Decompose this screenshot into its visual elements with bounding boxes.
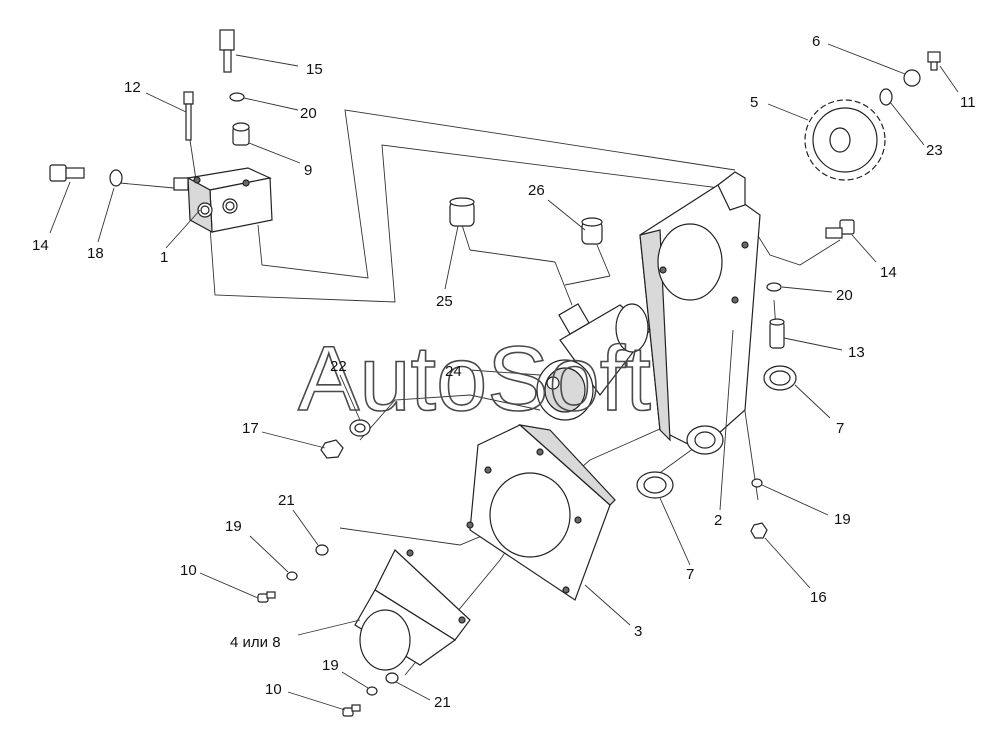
washer-part-19-upper [286, 571, 298, 581]
label-1: 1 [160, 249, 168, 266]
cover-part-4-or-8 [354, 549, 471, 671]
label-6: 6 [812, 33, 820, 50]
nut-part-16 [750, 522, 768, 539]
flange-plate-part-3 [466, 424, 616, 601]
label-19-upper: 19 [225, 518, 242, 535]
fitting-part-25 [449, 197, 475, 227]
bolt-part-11 [927, 51, 941, 71]
bolt-part-13 [769, 318, 785, 349]
hydraulic-motor-part-24 [536, 303, 651, 421]
label-18: 18 [87, 245, 104, 262]
washer-part-6 [903, 69, 921, 87]
label-20-top: 20 [300, 105, 317, 122]
label-10-lower: 10 [265, 681, 282, 698]
part-labels: 1 2 3 4 или 8 5 6 7 7 9 10 10 11 12 13 1… [32, 33, 976, 711]
label-3: 3 [634, 623, 642, 640]
gear-part-5 [804, 99, 886, 181]
label-9: 9 [304, 162, 312, 179]
label-7-right: 7 [836, 420, 844, 437]
washer-part-21-upper [315, 544, 329, 556]
label-19-lower: 19 [322, 657, 339, 674]
bracket-part-2 [639, 171, 761, 455]
bolt-part-14-left [49, 164, 85, 182]
washer-part-18 [109, 169, 123, 187]
label-5: 5 [750, 94, 758, 111]
label-26: 26 [528, 182, 545, 199]
label-15: 15 [306, 61, 323, 78]
bolt-part-10-upper [257, 591, 276, 603]
label-4: 4 или 8 [230, 634, 281, 651]
label-2: 2 [714, 512, 722, 529]
leader-lines [49, 43, 959, 711]
label-7-left: 7 [686, 566, 694, 583]
label-25: 25 [436, 293, 453, 310]
washer-part-22 [349, 419, 371, 437]
label-24: 24 [445, 363, 462, 380]
bushing-part-7-left [636, 471, 674, 499]
washer-part-21-lower [385, 672, 399, 684]
valve-block-part-1 [173, 167, 273, 234]
bolt-part-14-right [825, 219, 855, 239]
label-20-right: 20 [836, 287, 853, 304]
label-12: 12 [124, 79, 141, 96]
bushing-part-9 [232, 122, 250, 146]
washer-part-19-right [751, 478, 763, 488]
washer-part-19-lower [366, 686, 378, 696]
label-14-left: 14 [32, 237, 49, 254]
snap-ring-part-23 [879, 88, 893, 106]
fitting-part-26 [581, 217, 603, 245]
label-19-right: 19 [834, 511, 851, 528]
bushing-part-7-right [763, 365, 797, 391]
watermark: AutoSoft [298, 328, 651, 430]
label-13: 13 [848, 344, 865, 361]
label-16: 16 [810, 589, 827, 606]
label-14-right: 14 [880, 264, 897, 281]
washer-part-20-right [766, 282, 782, 292]
label-10-upper: 10 [180, 562, 197, 579]
label-11: 11 [960, 94, 976, 111]
label-21-upper: 21 [278, 492, 295, 509]
label-17: 17 [242, 420, 259, 437]
nut-part-17 [320, 439, 344, 459]
bolt-part-15 [219, 29, 235, 73]
label-21-lower: 21 [434, 694, 451, 711]
stud-part-12 [183, 91, 194, 141]
washer-part-20 [229, 92, 245, 102]
label-22: 22 [330, 358, 347, 375]
label-23: 23 [926, 142, 943, 159]
bolt-part-10-lower [342, 704, 361, 717]
